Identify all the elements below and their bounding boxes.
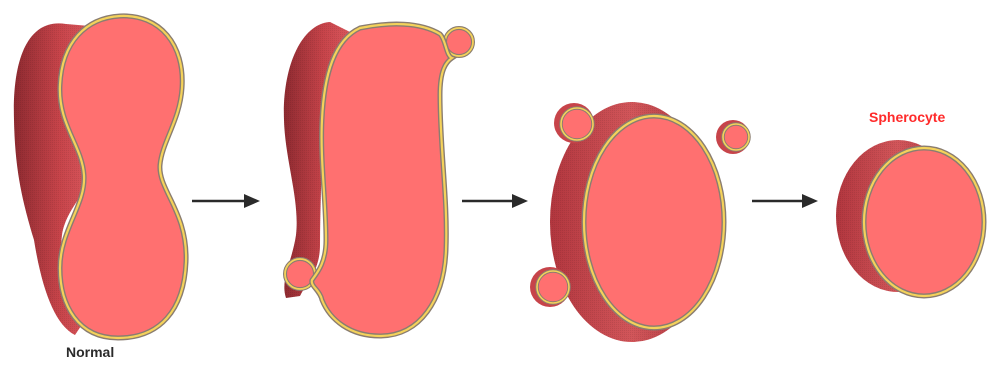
spherocyte-label: Spherocyte	[869, 109, 945, 125]
normal-cell	[14, 16, 186, 338]
arrow-1	[192, 194, 260, 208]
budding-cell	[284, 22, 473, 336]
normal-label: Normal	[66, 344, 114, 360]
budding-cell-face	[312, 24, 452, 336]
vesicle-top-left	[554, 103, 594, 143]
spherocyte-cell	[836, 140, 984, 296]
arrow-2	[462, 194, 528, 208]
vesicle-top-right	[716, 120, 750, 154]
vesicle-bottom-left	[530, 267, 570, 307]
arrow-3	[752, 194, 818, 208]
vesiculating-cell	[530, 102, 750, 342]
